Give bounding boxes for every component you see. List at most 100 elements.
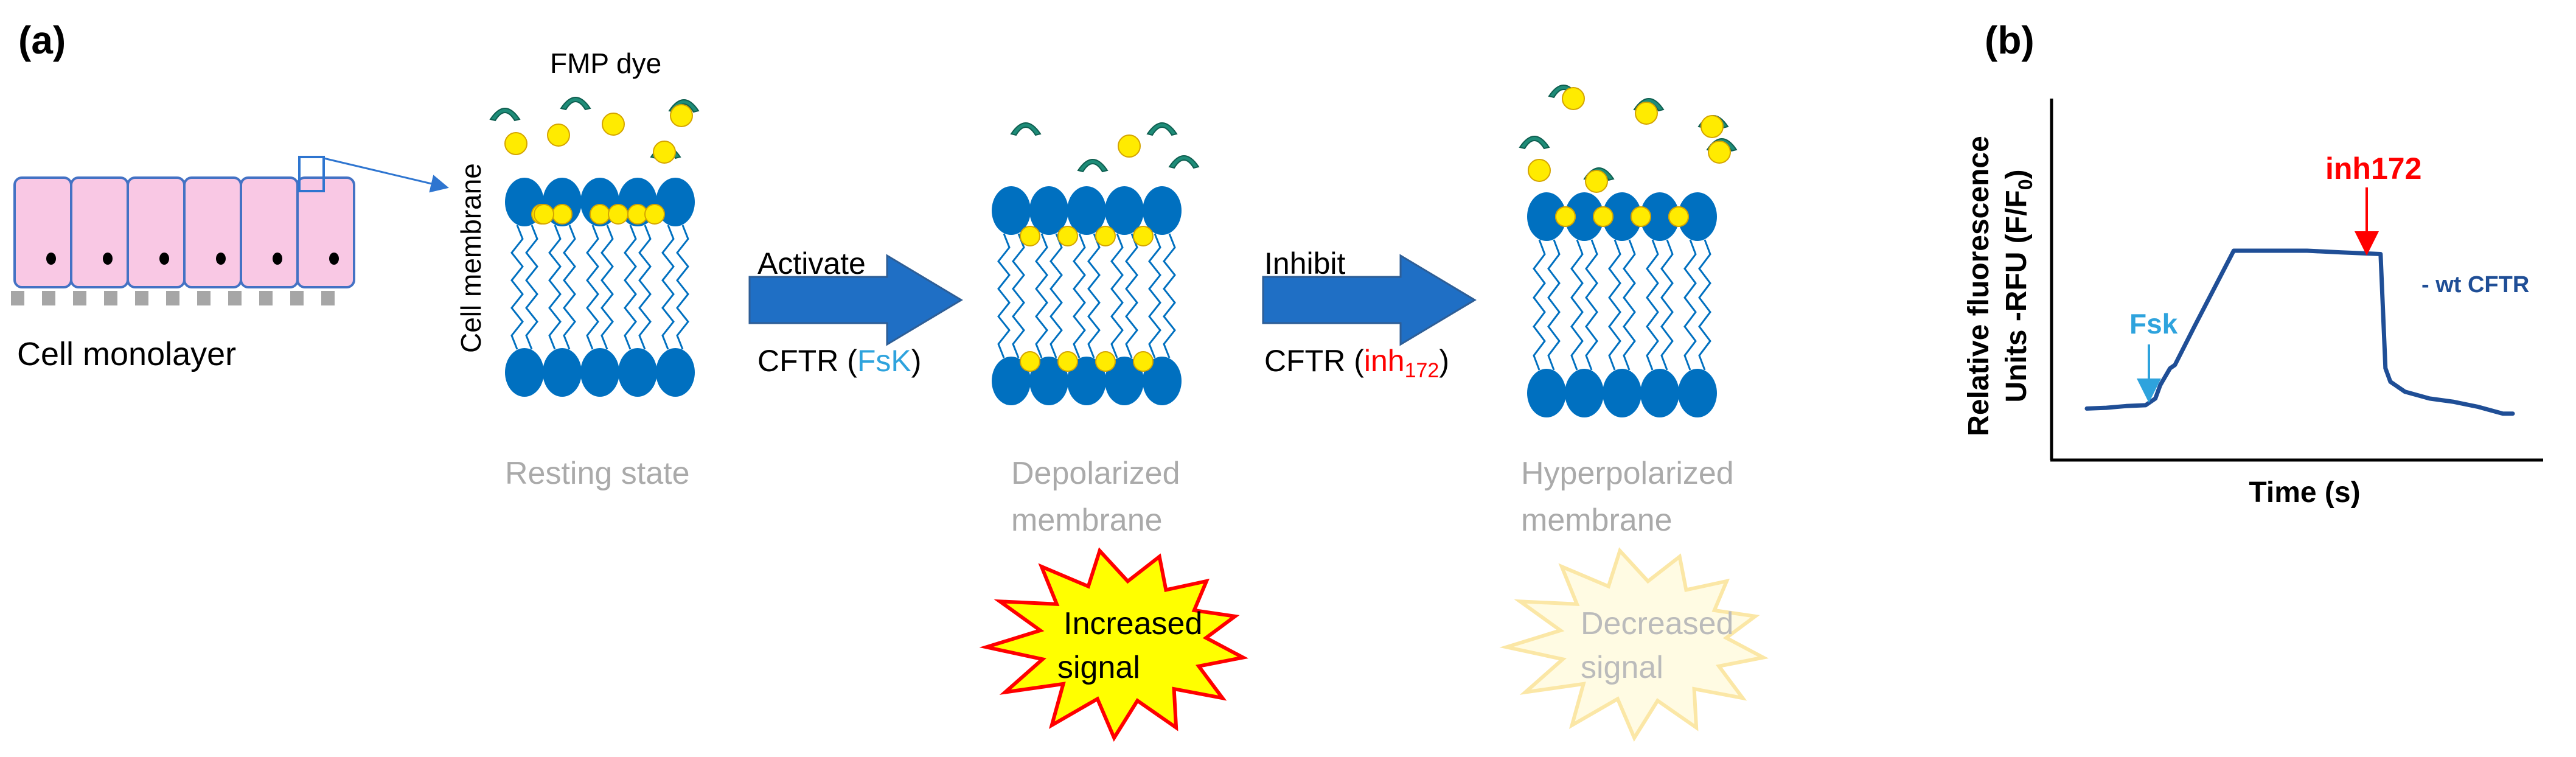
lipid-tail [661,225,675,350]
lipid-head [1067,357,1106,405]
lipid-head [1565,192,1604,241]
dye-yellow [644,204,665,225]
lipid-head [1143,357,1182,405]
lipid-tail [1533,239,1546,371]
cell-nucleus [46,253,56,265]
cell [127,176,186,288]
state-hyperpolarized-line2: membrane [1521,503,1673,538]
dye-label: FMP dye [550,47,661,79]
dye-yellow [590,204,610,225]
panel-a-label: (a) [18,18,66,62]
lipid-head [505,348,544,397]
lipid-head [1640,192,1679,241]
lipid-tail [1683,239,1697,371]
dye-yellow [1562,87,1585,110]
dye-yellow [1133,226,1154,246]
burst-increased-line1: Increased [1063,606,1202,641]
cell-nucleus [103,253,113,265]
zoom-box [298,156,325,192]
activate-agent-label: CFTR (FsK) [757,344,921,378]
lipid-tail [1050,233,1063,358]
dye-yellow [1585,170,1608,193]
cell [70,176,129,288]
dye-yellow [1701,115,1724,138]
lipid-head [992,186,1031,235]
dye-yellow [1593,206,1613,227]
lipid-tail [563,225,576,350]
lipid-head [543,348,582,397]
lipid-tail [510,225,524,350]
cell [13,176,72,288]
substrate-dot [290,291,304,305]
dye-yellow [534,204,554,225]
annotation-inh172: inh172 [2325,152,2421,186]
burst-increased-line2: signal [1057,650,1140,685]
substrate-dot [197,291,211,305]
lipid-tail [525,225,538,350]
lipid-head [1029,186,1068,235]
substrate-dot [228,291,242,305]
dye-yellow [1095,226,1116,246]
lipid-tail [1110,233,1124,358]
cell-nucleus [329,253,339,265]
lipid-tail [1547,239,1561,371]
lipid-head [1603,369,1641,417]
dye-yellow [547,124,570,147]
cell-nucleus [216,253,226,265]
lipid-head [1678,369,1717,417]
lipid-head [656,348,695,397]
substrate-dot [104,291,117,305]
cell-nucleus [159,253,169,265]
lipid-head [1029,357,1068,405]
lipid-head [1640,369,1679,417]
dye-quencher [560,97,591,111]
cell-monolayer [11,156,449,305]
cell [296,176,355,288]
state-hyperpolarized-line1: Hyperpolarized [1521,456,1734,491]
lipid-tail [1148,233,1161,358]
lipid-tail [1163,233,1176,358]
dye-yellow [1057,226,1078,246]
dye-quencher [1519,136,1550,150]
lipid-head [1143,186,1182,235]
lipid-head [618,348,657,397]
lipid-tail [1035,233,1048,358]
lipid-tail [548,225,562,350]
lipid-tail [1623,239,1636,371]
state-depolarized-line1: Depolarized [1011,456,1180,491]
x-axis-label: Time (s) [2249,476,2360,509]
dye-yellow [1631,206,1651,227]
substrate-dot [166,291,179,305]
lipid-head [1067,186,1106,235]
decreased-signal-burst [1499,547,1769,742]
dye-yellow [602,113,625,136]
dye-yellow [1635,102,1658,125]
burst-decreased-line2: signal [1581,650,1663,685]
lipid-tail [1660,239,1674,371]
inhibit-arrow [1262,254,1477,346]
dye-yellow [552,204,573,225]
lipid-tail [1585,239,1598,371]
dye-quencher [1010,122,1042,136]
increased-signal-burst [979,547,1249,742]
lipid-tail [638,225,652,350]
panel-b-label: (b) [1985,18,2035,62]
dye-yellow [1020,351,1040,372]
inhibit-label: Inhibit [1264,246,1346,281]
dye-yellow [1095,351,1116,372]
annotation-fsk: Fsk [2129,308,2178,340]
bilayer-depolarized [992,186,1182,405]
lipid-tail [1087,233,1101,358]
state-depolarized-line2: membrane [1011,503,1163,538]
substrate-dot [42,291,55,305]
activate-arrow [748,254,963,346]
dye-yellow [1133,351,1154,372]
state-resting-label: Resting state [505,456,690,491]
monolayer-label: Cell monolayer [17,336,236,372]
dye-yellow [1118,134,1141,158]
dye-yellow [1057,351,1078,372]
dye-yellow [1708,141,1731,164]
y-axis-label-line2: Units -RFU (F/F0) [2000,169,2036,402]
lipid-tail [586,225,599,350]
